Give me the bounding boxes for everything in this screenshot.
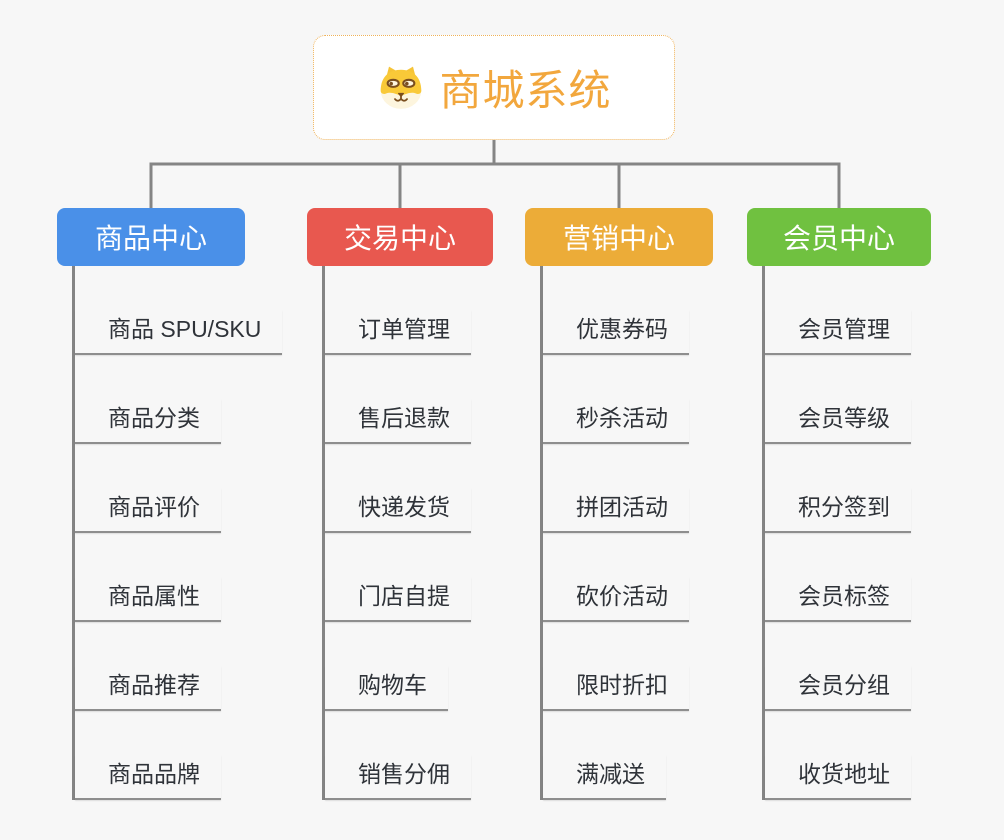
subtopic-row: 商品评价 — [75, 444, 282, 533]
subtopic-row: 商品分类 — [75, 355, 282, 444]
subtopic[interactable]: 收货地址 — [765, 755, 911, 800]
branch-product-center: 商品中心 商品 SPU/SKU 商品分类 商品评价 商品属性 商品推荐 商品品牌 — [57, 208, 283, 800]
subtopic[interactable]: 快递发货 — [325, 488, 471, 533]
subtopic-row: 购物车 — [325, 622, 471, 711]
subtopic-list: 订单管理 售后退款 快递发货 门店自提 购物车 销售分佣 — [322, 266, 471, 800]
subtopic-row: 门店自提 — [325, 533, 471, 622]
root-topic[interactable]: 商城系统 — [313, 35, 675, 140]
branch-marketing-center: 营销中心 优惠券码 秒杀活动 拼团活动 砍价活动 限时折扣 满减送 — [525, 208, 713, 800]
subtopic[interactable]: 优惠券码 — [543, 310, 689, 355]
subtopic-list: 优惠券码 秒杀活动 拼团活动 砍价活动 限时折扣 满减送 — [540, 266, 689, 800]
subtopic[interactable]: 商品分类 — [75, 399, 221, 444]
branch-topic-trade-center[interactable]: 交易中心 — [307, 208, 493, 266]
subtopic[interactable]: 商品推荐 — [75, 666, 221, 711]
subtopic[interactable]: 商品品牌 — [75, 755, 221, 800]
subtopic-row: 快递发货 — [325, 444, 471, 533]
subtopic-list: 商品 SPU/SKU 商品分类 商品评价 商品属性 商品推荐 商品品牌 — [72, 266, 283, 800]
subtopic-row: 商品推荐 — [75, 622, 282, 711]
subtopic-row: 拼团活动 — [543, 444, 689, 533]
branch-member-center: 会员中心 会员管理 会员等级 积分签到 会员标签 会员分组 收货地址 — [747, 208, 931, 800]
subtopic[interactable]: 售后退款 — [325, 399, 471, 444]
subtopic[interactable]: 购物车 — [325, 666, 448, 711]
subtopic-row: 积分签到 — [765, 444, 911, 533]
subtopic-row: 优惠券码 — [543, 266, 689, 355]
subtopic-row: 满减送 — [543, 711, 689, 800]
subtopic-row: 砍价活动 — [543, 533, 689, 622]
subtopic[interactable]: 会员标签 — [765, 577, 911, 622]
subtopic-row: 会员分组 — [765, 622, 911, 711]
root-topic-title: 商城系统 — [439, 67, 612, 114]
subtopic[interactable]: 会员管理 — [765, 310, 911, 355]
subtopic[interactable]: 会员等级 — [765, 399, 911, 444]
subtopic-row: 收货地址 — [765, 711, 911, 800]
subtopic[interactable]: 商品 SPU/SKU — [75, 310, 283, 355]
subtopic-row: 售后退款 — [325, 355, 471, 444]
branch-trade-center: 交易中心 订单管理 售后退款 快递发货 门店自提 购物车 销售分佣 — [307, 208, 493, 800]
subtopic-row: 限时折扣 — [543, 622, 689, 711]
subtopic[interactable]: 商品评价 — [75, 488, 221, 533]
subtopic-row: 会员标签 — [765, 533, 911, 622]
subtopic[interactable]: 秒杀活动 — [543, 399, 689, 444]
subtopic-row: 销售分佣 — [325, 711, 471, 800]
dog-face-icon — [381, 66, 422, 109]
branch-topic-marketing-center[interactable]: 营销中心 — [525, 208, 713, 266]
subtopic-row: 商品品牌 — [75, 711, 282, 800]
subtopic-row: 商品属性 — [75, 533, 282, 622]
subtopic-row: 订单管理 — [325, 266, 471, 355]
subtopic[interactable]: 商品属性 — [75, 577, 221, 622]
branch-topic-product-center[interactable]: 商品中心 — [57, 208, 245, 266]
subtopic[interactable]: 会员分组 — [765, 666, 911, 711]
branch-topic-member-center[interactable]: 会员中心 — [747, 208, 931, 266]
subtopic-row: 秒杀活动 — [543, 355, 689, 444]
subtopic-row: 商品 SPU/SKU — [75, 266, 283, 355]
subtopic[interactable]: 积分签到 — [765, 488, 911, 533]
subtopic[interactable]: 满减送 — [543, 755, 666, 800]
subtopic[interactable]: 订单管理 — [325, 310, 471, 355]
subtopic[interactable]: 限时折扣 — [543, 666, 689, 711]
subtopic-list: 会员管理 会员等级 积分签到 会员标签 会员分组 收货地址 — [762, 266, 911, 800]
subtopic[interactable]: 门店自提 — [325, 577, 471, 622]
subtopic[interactable]: 拼团活动 — [543, 488, 689, 533]
subtopic-row: 会员等级 — [765, 355, 911, 444]
subtopic[interactable]: 销售分佣 — [325, 755, 471, 800]
subtopic[interactable]: 砍价活动 — [543, 577, 689, 622]
subtopic-row: 会员管理 — [765, 266, 911, 355]
